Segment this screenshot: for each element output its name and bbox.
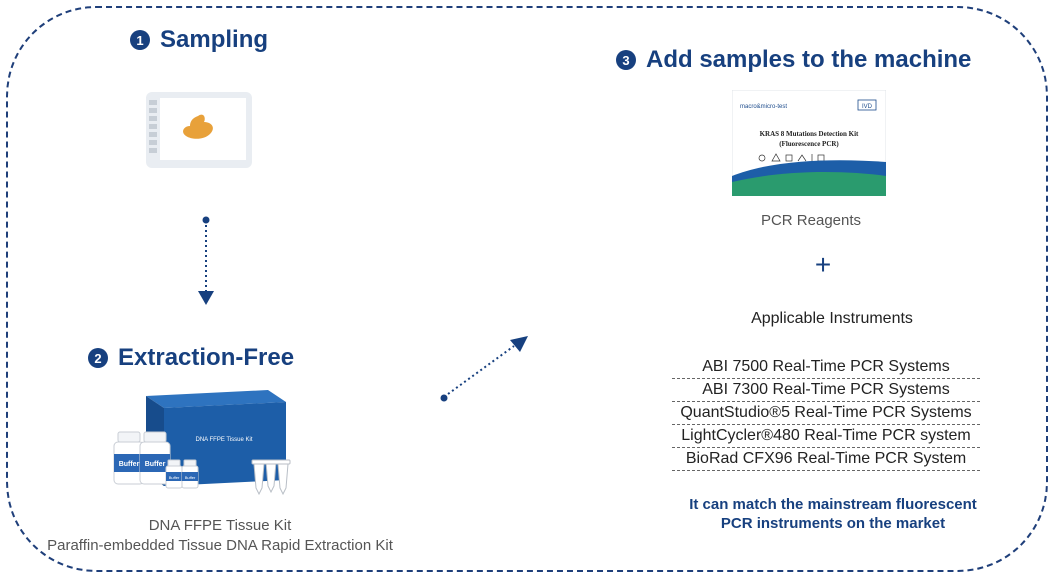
- compatibility-note: PCR instruments on the market: [720, 515, 946, 532]
- svg-text:Buffer: Buffer: [119, 461, 140, 468]
- compatibility-note: It can match the mainstream fluorescent: [689, 496, 977, 513]
- ivd-mark: IVD: [862, 104, 873, 110]
- dashed-frame: [6, 6, 1048, 572]
- svg-text:Buffer: Buffer: [145, 461, 166, 468]
- pcr-tubes-icon: [251, 459, 291, 496]
- instrument-item: BioRad CFX96 Real-Time PCR System: [672, 448, 980, 471]
- reagent-caption: PCR Reagents: [760, 212, 862, 229]
- reagent-kit-name: KRAS 8 Mutations Detection Kit: [760, 130, 859, 138]
- kit-box-label: DNA FFPE Tissue Kit: [195, 437, 252, 443]
- instrument-item: ABI 7300 Real-Time PCR Systems: [672, 379, 980, 402]
- buffer-bottle-small: Buffer: [165, 459, 183, 489]
- instrument-item: LightCycler®480 Real-Time PCR system: [672, 425, 980, 448]
- step-number-badge: 1: [130, 30, 150, 50]
- plus-icon: +: [814, 249, 832, 280]
- instrument-list: ABI 7500 Real-Time PCR Systems ABI 7300 …: [672, 356, 980, 471]
- kit-caption: DNA FFPE Tissue Kit: [148, 517, 292, 534]
- step-title-text: Extraction-Free: [118, 344, 295, 371]
- buffer-bottle: Buffer: [139, 431, 171, 485]
- step-add-title: 3 Add samples to the machine: [616, 46, 971, 74]
- svg-text:Buffer: Buffer: [169, 475, 180, 480]
- instruments-heading: Applicable Instruments: [751, 310, 913, 327]
- step-number-badge: 2: [88, 348, 108, 368]
- kit-subcaption: Paraffin-embedded Tissue DNA Rapid Extra…: [47, 537, 393, 554]
- extraction-kit-image: DNA FFPE Tissue Kit Buffer Buffer Buffer…: [113, 390, 291, 496]
- instrument-item: QuantStudio®5 Real-Time PCR Systems: [672, 402, 980, 425]
- step-extraction-title: 2 Extraction-Free: [88, 344, 294, 372]
- buffer-bottle: Buffer: [113, 431, 145, 485]
- brand-logo-text: macro&micro-test: [740, 104, 787, 110]
- reagent-kit-image: macro&micro-test IVD KRAS 8 Mutations De…: [732, 90, 886, 196]
- arrow-down-icon: [198, 216, 214, 305]
- step-sampling-title: 1 Sampling: [130, 26, 268, 54]
- buffer-bottle-small: Buffer: [181, 459, 199, 489]
- tissue-slide-icon: [146, 92, 252, 168]
- instrument-item: ABI 7500 Real-Time PCR Systems: [672, 356, 980, 379]
- step-title-text: Sampling: [160, 26, 269, 53]
- svg-text:Buffer: Buffer: [185, 475, 196, 480]
- regulatory-symbols-icon: [758, 153, 825, 162]
- step-number-badge: 3: [616, 50, 636, 70]
- arrow-diagonal-icon: [440, 336, 528, 402]
- step-title-text: Add samples to the machine: [646, 46, 972, 73]
- reagent-kit-subname: (Fluorescence PCR): [779, 140, 839, 148]
